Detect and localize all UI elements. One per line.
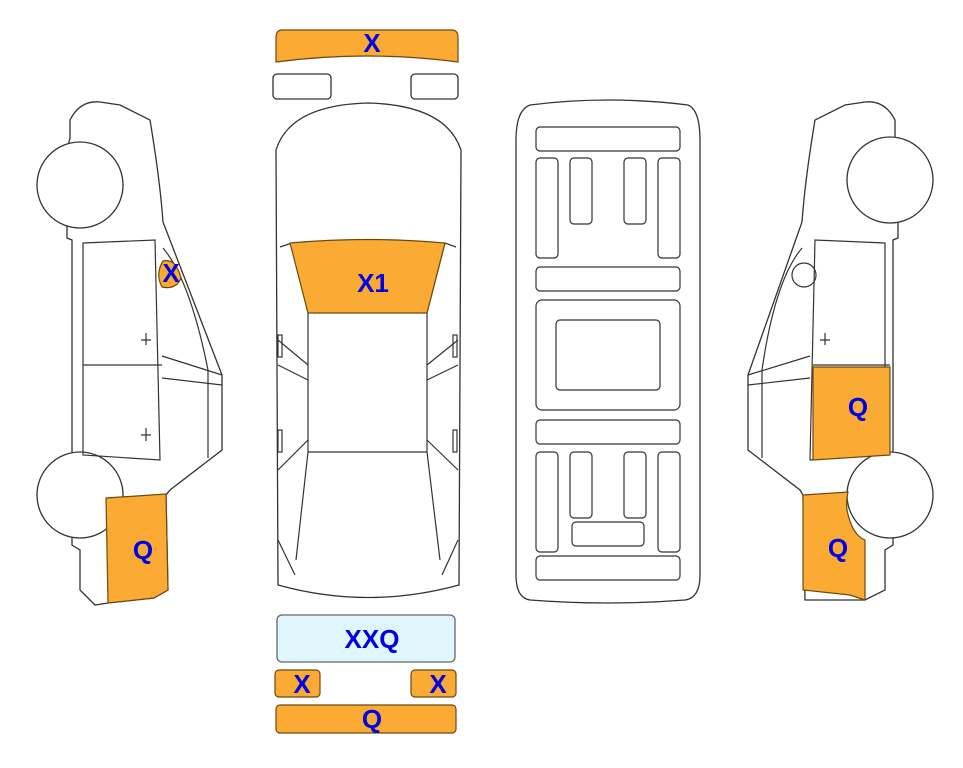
rear-light-left-part[interactable]: X — [274, 669, 321, 699]
windshield-label: X1 — [357, 268, 389, 298]
right-rear-fender-label: Q — [828, 533, 848, 563]
rear-bumper-label: Q — [362, 704, 382, 734]
car-left-side-view — [36, 101, 223, 606]
windshield-part[interactable]: X1 — [289, 238, 446, 314]
front-bumper-label: X — [363, 28, 381, 58]
left-front-fender-label: Q — [133, 535, 153, 565]
car-top-view — [275, 102, 462, 599]
front-light-left[interactable] — [272, 73, 332, 100]
rear-light-left-label: X — [293, 669, 311, 699]
rear-light-right-label: X — [429, 669, 447, 699]
right-rear-door-part[interactable]: Q — [812, 366, 891, 461]
right-rear-door-label: Q — [848, 392, 868, 422]
rear-bumper-part[interactable]: Q — [275, 704, 457, 734]
car-underbody-view — [515, 99, 701, 604]
car-right-side-view — [747, 101, 934, 601]
left-front-fender-part[interactable]: Q — [105, 493, 169, 604]
front-light-right[interactable] — [410, 73, 459, 100]
front-bumper-part[interactable]: X — [275, 28, 459, 63]
left-mirror-label: X — [162, 258, 180, 288]
rear-plate-label: XXQ — [345, 624, 400, 654]
rear-light-right-part[interactable]: X — [410, 669, 457, 699]
right-rear-fender-part[interactable]: Q — [802, 491, 866, 601]
left-mirror-part[interactable]: X — [158, 258, 182, 289]
rear-plate-part[interactable]: XXQ — [276, 614, 456, 663]
